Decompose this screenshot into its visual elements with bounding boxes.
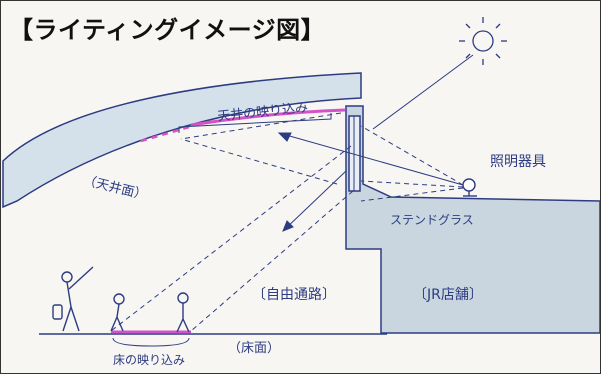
ceiling-reflection-dashed bbox=[140, 125, 190, 143]
jr-store-label: 〔JR店舗〕 bbox=[413, 287, 483, 303]
free-passage-label: 〔自由通路〕 bbox=[252, 287, 336, 303]
spotlight-icon bbox=[462, 178, 477, 197]
light-beams bbox=[110, 112, 464, 332]
diagram-title: 【ライティングイメージ図】 bbox=[9, 16, 326, 44]
floor-reflection-label: 床の映り込み bbox=[113, 353, 186, 367]
ceiling-reflection-line bbox=[190, 108, 346, 127]
people-figures bbox=[52, 266, 190, 333]
floor-surface-label: （床面） bbox=[228, 341, 281, 356]
floor-brace bbox=[112, 337, 190, 347]
lighting-fixture-label: 照明器具 bbox=[490, 154, 546, 170]
building-wall bbox=[345, 105, 600, 334]
sun-ray bbox=[372, 54, 474, 130]
sun-icon bbox=[459, 17, 507, 65]
ceiling-brace bbox=[178, 113, 332, 133]
ceiling-slab bbox=[2, 72, 362, 209]
stained-glass-label: ステンドグラス bbox=[390, 213, 474, 227]
